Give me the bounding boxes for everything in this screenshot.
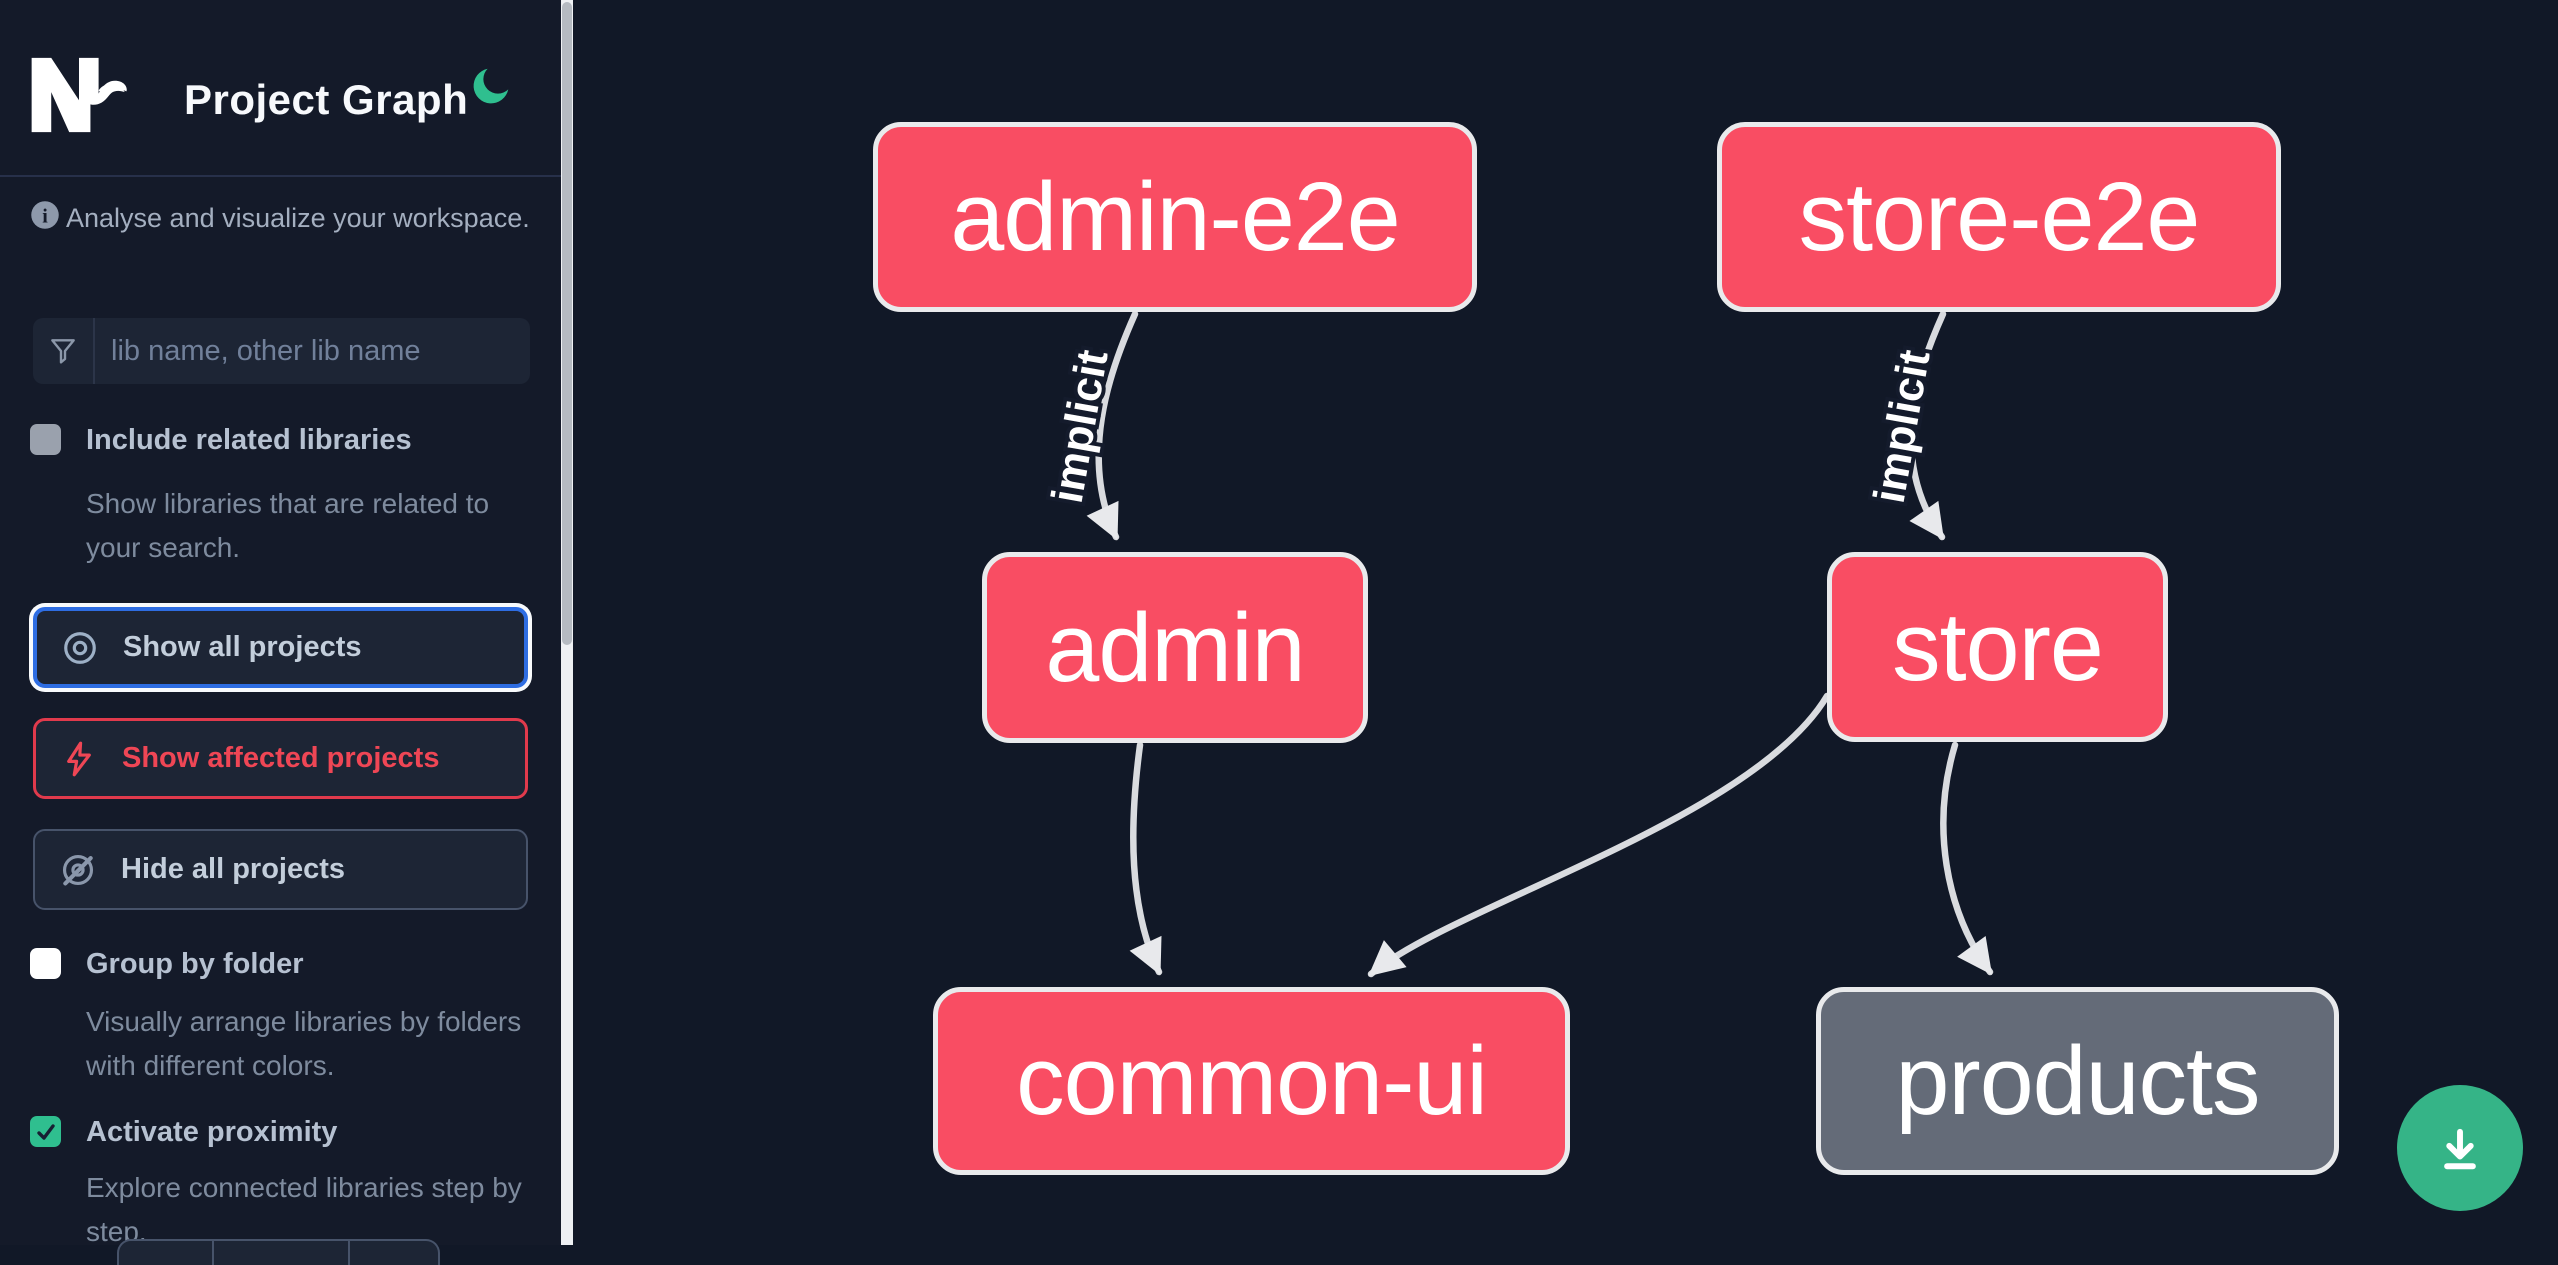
search-input[interactable] — [95, 318, 530, 384]
search-box — [33, 318, 530, 384]
edge-label-store-e2e-to-store: implicit — [1865, 346, 1940, 507]
group-by-folder-checkbox[interactable] — [30, 948, 61, 979]
proximity-stepper[interactable] — [117, 1239, 440, 1265]
graph-node-admin-e2e[interactable]: admin-e2e — [873, 122, 1477, 312]
page-title: Project Graph — [184, 76, 469, 123]
include-related-label: Include related libraries — [86, 424, 412, 456]
info-text: Analyse and visualize your workspace. — [66, 203, 530, 233]
sidebar-scrollbar-thumb[interactable] — [562, 2, 572, 645]
show-affected-projects-button[interactable]: Show affected projects — [33, 718, 528, 799]
graph-node-admin[interactable]: admin — [982, 552, 1368, 743]
download-image-button[interactable] — [2397, 1085, 2523, 1211]
edge-admin-e2e-to-admin — [1086, 310, 1139, 541]
workspace-info: i Analyse and visualize your workspace. — [30, 200, 530, 235]
filter-funnel-icon — [51, 339, 75, 364]
show-affected-projects-label: Show affected projects — [122, 742, 440, 774]
info-icon: i — [31, 201, 59, 229]
graph-node-common-ui[interactable]: common-ui — [933, 987, 1570, 1175]
edge-admin-to-common-ui — [1129, 741, 1163, 976]
hide-all-projects-button[interactable]: Hide all projects — [33, 829, 528, 910]
hide-all-projects-label: Hide all projects — [121, 853, 346, 885]
eye-slash-icon — [62, 854, 94, 886]
graph-node-products[interactable]: products — [1816, 987, 2339, 1175]
include-related-desc: Show libraries that are related to your … — [86, 488, 490, 563]
header-divider — [0, 175, 561, 177]
download-icon — [2444, 1128, 2476, 1170]
edge-store-to-common-ui — [1367, 692, 1831, 978]
show-all-projects-label: Show all projects — [123, 631, 362, 663]
group-by-folder-label: Group by folder — [86, 948, 304, 980]
nx-logo — [31, 57, 127, 133]
svg-text:i: i — [42, 206, 48, 228]
edge-store-e2e-to-store — [1907, 310, 1947, 541]
edge-store-to-products — [1940, 741, 1994, 976]
show-all-projects-button[interactable]: Show all projects — [33, 607, 528, 688]
eye-icon — [64, 631, 96, 664]
activate-proximity-checkbox[interactable] — [30, 1116, 61, 1147]
project-graph-canvas[interactable]: implicit implicit admin-e2e store-e2e admin… — [573, 0, 2558, 1245]
check-icon — [36, 1123, 55, 1140]
filter-icon-cell — [33, 318, 95, 384]
sidebar-header: Project Graph — [0, 0, 561, 177]
moon-icon — [473, 68, 509, 103]
group-by-folder-desc: Visually arrange libraries by folders wi… — [86, 1006, 522, 1081]
dark-mode-toggle[interactable] — [470, 64, 514, 108]
include-related-checkbox[interactable] — [30, 424, 61, 455]
graph-edges-layer: implicit implicit — [1039, 310, 1994, 978]
sidebar: Project Graph i Analyse and visualize yo… — [0, 0, 561, 1265]
sidebar-scrollbar-track[interactable] — [561, 0, 573, 1245]
activate-proximity-desc: Explore connected libraries step by step… — [86, 1172, 522, 1247]
lightning-bolt-icon — [67, 741, 91, 776]
edge-label-admin-e2e-to-admin: implicit — [1043, 346, 1118, 507]
graph-node-store[interactable]: store — [1827, 552, 2168, 742]
activate-proximity-label: Activate proximity — [86, 1116, 338, 1148]
graph-node-store-e2e[interactable]: store-e2e — [1717, 122, 2281, 312]
